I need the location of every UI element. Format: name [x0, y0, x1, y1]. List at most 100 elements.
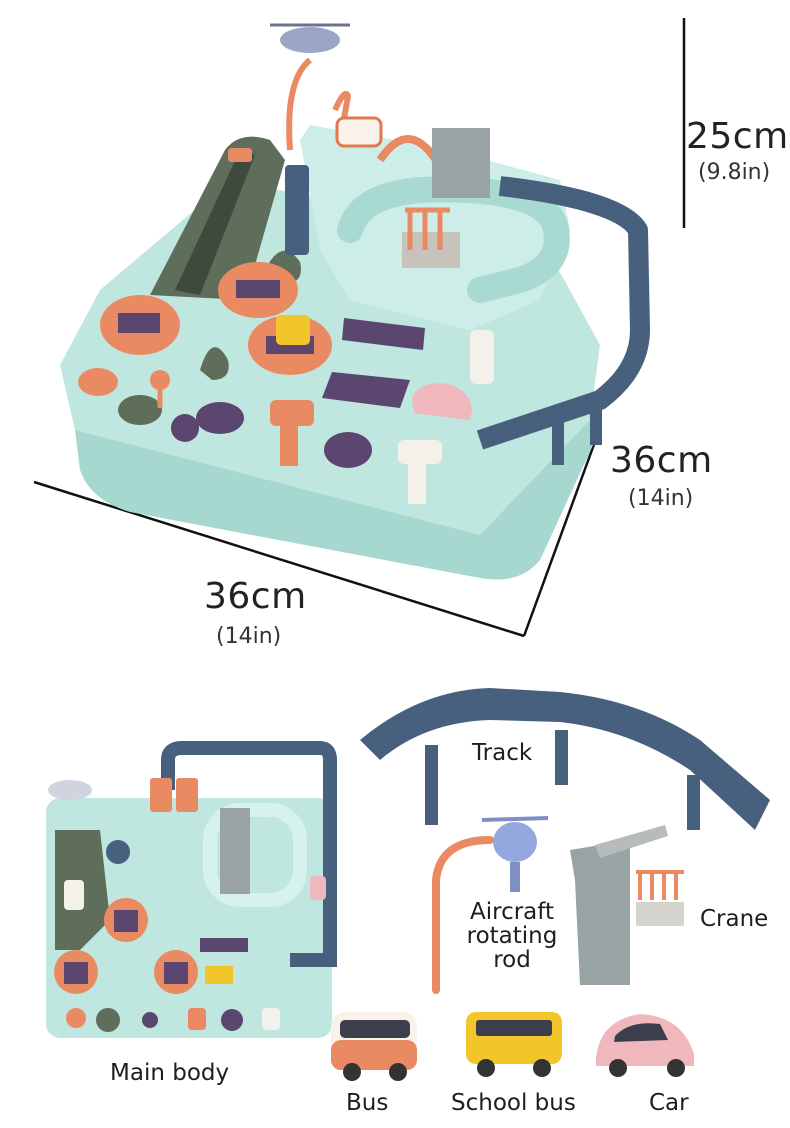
main-body-track: [161, 741, 337, 967]
lever: [270, 400, 314, 426]
crane-part-claw: [636, 870, 684, 900]
track-label: Track: [472, 740, 533, 766]
aircraft-rod-label-line1: Aircraft: [470, 899, 554, 925]
main-body-pad-slot: [114, 910, 138, 932]
main-body-lever: [188, 1008, 206, 1030]
pad-slot: [236, 280, 280, 298]
width-imperial-label: (14in): [216, 624, 282, 649]
vehicle-school-bus: [466, 1012, 562, 1077]
height-metric-label: 25cm: [686, 116, 789, 157]
main-body-swirl: [203, 803, 307, 907]
school-bus-body: [466, 1012, 562, 1064]
bridge-piece: [176, 778, 198, 812]
aircraft-pole: [286, 57, 313, 151]
car-window: [614, 1023, 668, 1042]
helicopter: [280, 27, 340, 53]
main-body-button: [142, 1012, 158, 1028]
main-body-school-bus: [205, 966, 233, 984]
main-body-illustration: [46, 741, 337, 1038]
aircraft-rotating-rod-part: [432, 816, 549, 994]
vehicle-bus: [331, 1012, 417, 1081]
school-bus-windows: [476, 1020, 552, 1036]
button: [196, 402, 244, 434]
depth-dimension-line: [522, 427, 602, 637]
school-bus-on-pad: [276, 315, 310, 345]
elevated-track: [476, 176, 650, 450]
mountain-top-marker: [228, 148, 252, 162]
orange-pole: [332, 90, 352, 131]
purple-slot: [322, 372, 410, 408]
lever-stem: [280, 426, 298, 466]
main-body-button: [221, 1009, 243, 1031]
aircraft-rod-label-line3: rod: [493, 947, 531, 973]
crane-arm: [595, 825, 668, 858]
button: [324, 432, 372, 468]
depth-metric-label: 36cm: [610, 440, 713, 481]
button: [118, 395, 162, 425]
crane-label: Crane: [700, 906, 769, 932]
main-body-pad-slot: [164, 962, 188, 984]
school-bus-label: School bus: [451, 1090, 576, 1116]
track-piece-leg: [687, 775, 700, 830]
school-bus-wheel: [477, 1059, 495, 1077]
ramp-track: [175, 150, 255, 295]
track-part: [360, 688, 770, 830]
main-body-pad-slot: [64, 962, 88, 984]
signal-post: [470, 330, 494, 384]
bus-label: Bus: [346, 1090, 389, 1116]
aircraft-rod-label: Aircraft rotating rod: [462, 900, 562, 972]
pad-slot: [118, 313, 160, 333]
school-bus-wheel: [533, 1059, 551, 1077]
bus-wheel: [389, 1063, 407, 1081]
rod: [432, 836, 494, 994]
main-body-button: [66, 1008, 86, 1028]
bus-windows: [340, 1020, 410, 1038]
width-dimension-line: [33, 480, 525, 638]
crane-claw: [405, 207, 450, 250]
crane-tower: [432, 128, 490, 198]
main-body-car: [310, 876, 326, 900]
main-body-helicopter: [48, 780, 92, 800]
arch-bridge: [376, 135, 440, 163]
crane-part-platform: [636, 902, 684, 926]
purple-gate: [342, 318, 425, 350]
playset-main-view: [60, 23, 650, 580]
pink-car-on-track: [412, 383, 472, 420]
track-leg: [590, 400, 602, 445]
bus-wheel: [343, 1063, 361, 1081]
rod-helicopter: [493, 822, 537, 862]
aircraft-rod-label-line2: rotating: [466, 923, 558, 949]
rod-helicopter-stand: [510, 862, 520, 892]
button: [171, 414, 199, 442]
bridge-piece: [150, 778, 172, 812]
rod-helicopter-rotor: [481, 816, 549, 822]
joystick-knob: [150, 370, 170, 390]
aircraft-column: [285, 165, 309, 255]
vehicle-car: [596, 1014, 694, 1077]
bus-on-track: [335, 116, 383, 148]
track-leg: [552, 420, 564, 465]
track-piece-leg: [555, 730, 568, 785]
lever-stem: [408, 464, 426, 504]
car-wheel: [667, 1059, 685, 1077]
crane-part: [570, 825, 684, 985]
lever: [398, 440, 442, 464]
main-body-label: Main body: [110, 1060, 230, 1086]
main-body-button: [96, 1008, 120, 1032]
main-body-lever: [262, 1008, 280, 1030]
depth-imperial-label: (14in): [628, 486, 694, 511]
height-imperial-label: (9.8in): [698, 160, 771, 185]
main-body-pole-base: [106, 840, 130, 864]
bus-lower: [331, 1040, 417, 1070]
track-piece-leg: [425, 745, 438, 825]
tree: [200, 347, 229, 380]
car-wheel: [609, 1059, 627, 1077]
main-body-crane: [220, 808, 250, 894]
track-piece: [360, 688, 770, 830]
button: [78, 368, 118, 396]
crane-body: [570, 840, 630, 985]
main-body-bus: [64, 880, 84, 910]
main-body-gate: [200, 938, 248, 952]
width-metric-label: 36cm: [204, 576, 307, 617]
